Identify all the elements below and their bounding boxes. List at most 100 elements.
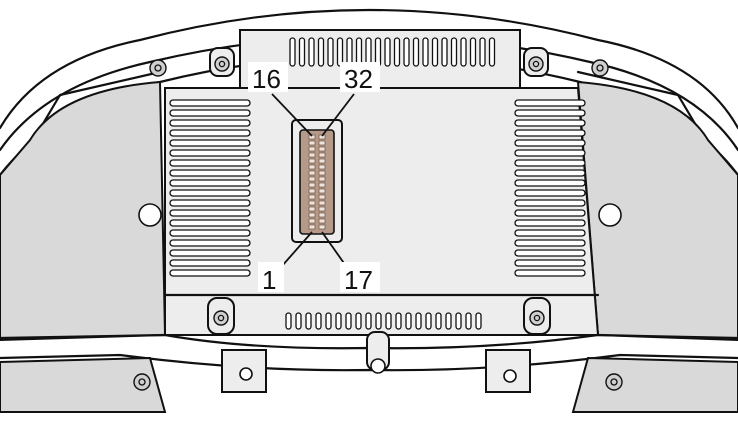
left-vent-grille <box>169 99 251 277</box>
top-vent-slot <box>298 37 306 67</box>
top-vent-grille <box>289 37 496 67</box>
right-housing-block <box>576 80 738 342</box>
bottom-vent-slot <box>425 312 432 330</box>
right-vent-slot <box>514 149 586 157</box>
connector-pin <box>318 218 326 224</box>
right-vent-slot <box>514 229 586 237</box>
connector-pin <box>318 158 326 164</box>
left-vent-slot <box>169 149 251 157</box>
connector-pin <box>308 176 316 182</box>
connector-pin <box>318 182 326 188</box>
connector-pin <box>318 206 326 212</box>
right-vent-slot <box>514 139 586 147</box>
bottom-vent-slot <box>365 312 372 330</box>
connector-pin <box>318 140 326 146</box>
pin-label-17: 17 <box>340 262 380 295</box>
screw-top-right <box>523 47 549 77</box>
top-vent-slot <box>327 37 334 67</box>
connector-pin <box>308 140 316 146</box>
top-vent-slot <box>479 37 486 67</box>
top-vent-slot <box>289 37 296 67</box>
pin-label-16: 16 <box>248 62 288 94</box>
left-vent-slot <box>169 129 251 137</box>
top-vent-slot <box>488 37 496 67</box>
connector-pin <box>318 170 326 176</box>
top-vent-slot <box>317 37 325 67</box>
connector-pin <box>308 152 316 158</box>
bottom-vent-slot <box>325 312 332 330</box>
right-vent-slot <box>514 189 586 197</box>
bottom-vent-slot <box>355 312 362 330</box>
connector-pin <box>308 206 316 212</box>
connector-body <box>299 129 335 235</box>
left-vent-slot <box>169 249 251 257</box>
bottom-vent-slot <box>405 312 412 330</box>
top-vent-slot <box>336 37 344 67</box>
connector-pin <box>308 218 316 224</box>
connector-pin <box>318 176 326 182</box>
right-vent-slot <box>514 109 586 117</box>
bottom-vent-slot <box>335 312 342 330</box>
right-vent-slot <box>514 219 586 227</box>
bottom-vent-slot <box>315 312 322 330</box>
top-vent-slot <box>403 37 410 67</box>
left-vent-slot <box>169 219 251 227</box>
left-vent-slot <box>169 209 251 217</box>
connector-pin <box>308 188 316 194</box>
left-vent-slot <box>169 109 251 117</box>
pin-label-32: 32 <box>340 62 380 94</box>
right-vent-slot <box>514 159 586 167</box>
top-vent-slot <box>346 37 353 67</box>
right-vent-slot <box>514 129 586 137</box>
bottom-vent-slot <box>465 312 472 330</box>
diagnostic-connector <box>291 119 343 243</box>
connector-pin <box>308 224 316 230</box>
right-vent-slot <box>514 179 586 187</box>
top-vent-slot <box>431 37 439 67</box>
top-vent-slot <box>450 37 458 67</box>
top-vent-slot <box>384 37 391 67</box>
left-vent-slot <box>169 259 251 267</box>
bottom-vent-slot <box>345 312 352 330</box>
connector-pin <box>318 200 326 206</box>
bottom-vent-slot <box>435 312 442 330</box>
top-vent-slot <box>355 37 363 67</box>
left-vent-slot <box>169 199 251 207</box>
connector-pin-array <box>308 134 326 230</box>
bottom-vent-slot <box>285 312 292 330</box>
top-vent-slot <box>422 37 429 67</box>
left-vent-slot <box>169 239 251 247</box>
connector-pin <box>318 212 326 218</box>
bottom-vent-slot <box>455 312 462 330</box>
right-vent-slot <box>514 249 586 257</box>
right-vent-slot <box>514 259 586 267</box>
right-vent-slot <box>514 169 586 177</box>
connector-pin <box>318 164 326 170</box>
left-vent-slot <box>169 189 251 197</box>
left-vent-slot <box>169 139 251 147</box>
svg-text:16: 16 <box>252 64 281 94</box>
top-vent-slot <box>469 37 477 67</box>
top-vent-slot <box>374 37 382 67</box>
svg-text:1: 1 <box>262 265 276 295</box>
screw-lower-right <box>605 373 623 391</box>
pin-label-1: 1 <box>258 262 284 295</box>
connector-pin <box>318 146 326 152</box>
top-vent-slot <box>441 37 448 67</box>
connector-pin <box>308 194 316 200</box>
pin-leader-lines <box>271 93 355 267</box>
top-vent-slot <box>308 37 315 67</box>
top-vent-slot <box>412 37 420 67</box>
right-vent-slot <box>514 99 586 107</box>
connector-pin <box>308 182 316 188</box>
connector-pin <box>308 200 316 206</box>
bottom-vent-slot <box>395 312 402 330</box>
screw-bottom-left <box>207 297 235 335</box>
right-vent-grille <box>514 99 586 277</box>
left-vent-slot <box>169 169 251 177</box>
right-vent-slot <box>514 119 586 127</box>
bottom-vent-slot <box>295 312 302 330</box>
bottom-vent-grille <box>285 312 482 330</box>
